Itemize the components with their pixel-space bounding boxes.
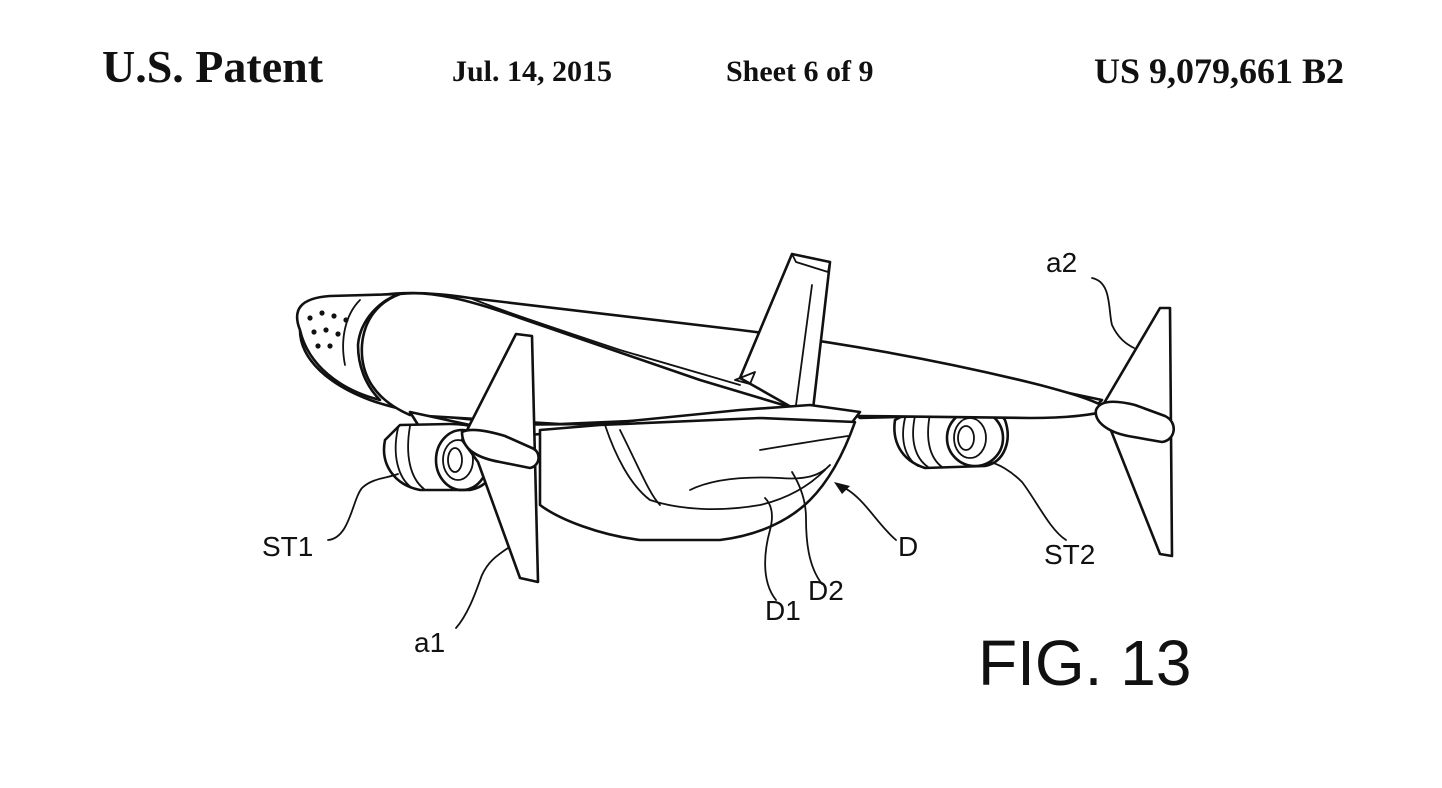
label-d: D (898, 531, 918, 562)
leader-d-arrowhead (834, 482, 850, 494)
label-a2: a2 (1046, 247, 1077, 278)
leader-a2 (1091, 277, 1135, 349)
leader-a1 (455, 547, 509, 629)
leader-st2 (989, 461, 1067, 541)
cockpit-nose (295, 292, 402, 402)
patent-sheet-number: Sheet 6 of 9 (726, 55, 874, 88)
patent-label: U.S. Patent (102, 41, 324, 92)
leader-d2 (791, 471, 823, 585)
engine-st2 (893, 408, 1009, 470)
upper-wing-surface (360, 291, 807, 426)
label-st2: ST2 (1044, 539, 1095, 570)
payload-module-d (538, 416, 857, 542)
fin-a1 (460, 332, 540, 584)
label-d2: D2 (808, 575, 844, 606)
leader-st1 (327, 473, 399, 541)
patent-date: Jul. 14, 2015 (452, 55, 613, 88)
leader-d1 (764, 497, 777, 601)
label-d1: D1 (765, 595, 801, 626)
label-st1: ST1 (262, 531, 313, 562)
figure-title: FIG. 13 (978, 627, 1191, 699)
label-a1: a1 (414, 627, 445, 658)
leader-d (839, 485, 897, 541)
patent-number: US 9,079,661 B2 (1094, 51, 1345, 91)
fin-a2 (1094, 306, 1175, 558)
